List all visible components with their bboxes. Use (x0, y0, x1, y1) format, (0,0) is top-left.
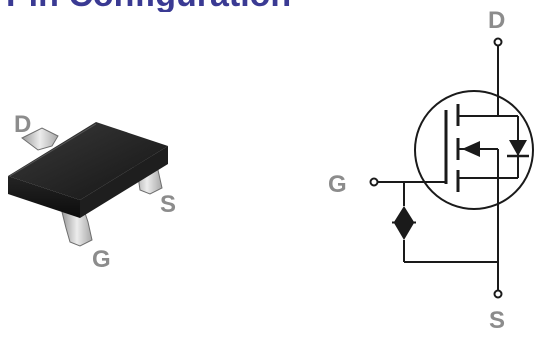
body-diode (507, 140, 529, 158)
package-label-source: S (160, 191, 176, 218)
drain-terminal (493, 37, 503, 47)
package-body-front (8, 176, 80, 218)
schematic-label-gate: G (328, 171, 347, 198)
mosfet-schematic (369, 37, 534, 299)
package-edge-highlight (9, 123, 97, 177)
package-label-drain: D (14, 111, 31, 138)
page-title: Pin Configuration (6, 0, 291, 12)
schematic-label-drain: D (488, 7, 505, 34)
gate-terminal (369, 177, 379, 187)
source-terminal (493, 289, 503, 299)
header-strip: Pin Configuration (0, 0, 340, 12)
sot23-package (8, 122, 168, 247)
package-body-top (8, 122, 168, 200)
package-body-side (80, 146, 168, 218)
substrate-arrow (462, 141, 480, 157)
mosfet-body-circle (414, 90, 534, 210)
package-label-gate: G (92, 246, 111, 273)
schematic-label-source: S (489, 307, 505, 334)
gate-zener-diodes (392, 206, 416, 240)
drain-lead (21, 127, 59, 151)
